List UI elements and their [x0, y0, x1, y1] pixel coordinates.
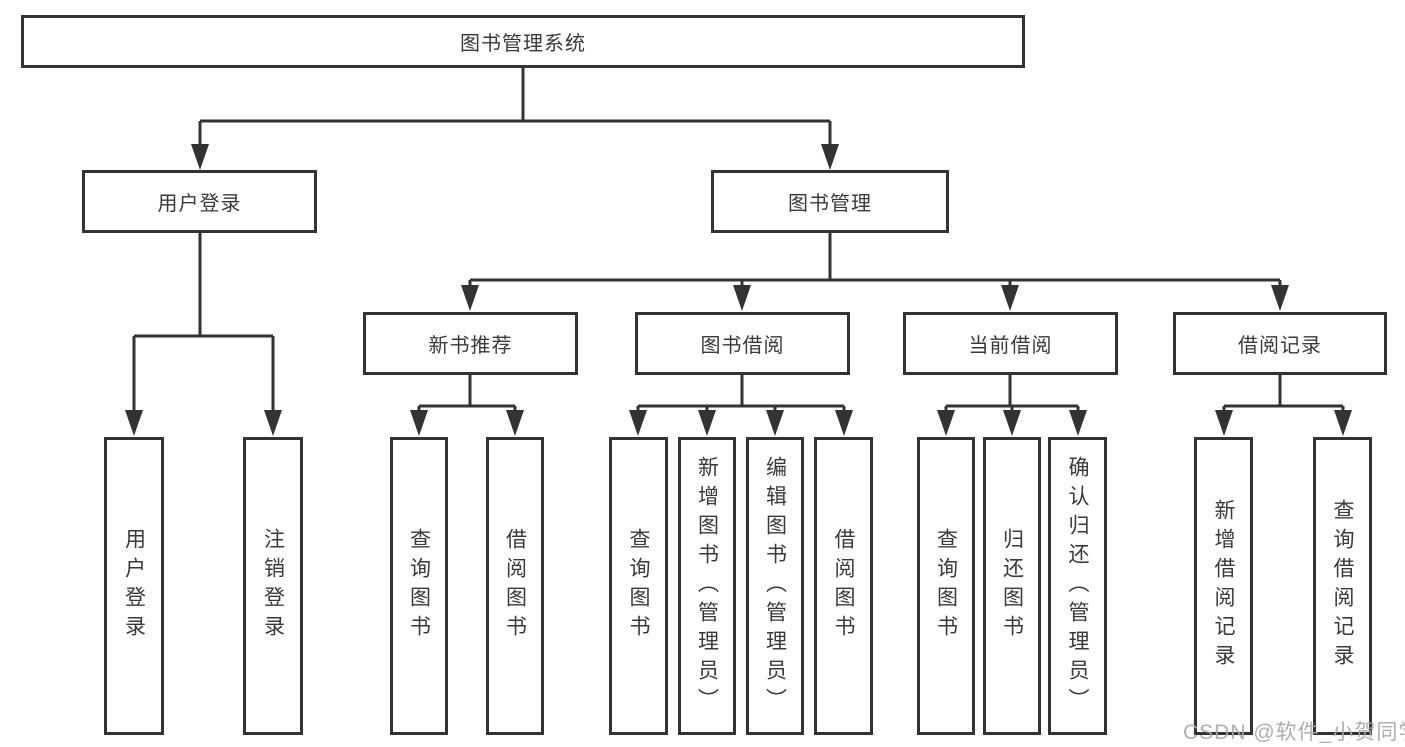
- leaf-logout-label: 注销登录: [261, 528, 285, 644]
- leaf-newbook-query-books: 查询图书: [390, 437, 448, 735]
- node-borrow-records: 借阅记录: [1173, 312, 1387, 375]
- node-user-login-label: 用户登录: [157, 193, 242, 215]
- leaf-user-login: 用户登录: [104, 437, 164, 735]
- connector-borrow-records-branch: [1215, 375, 1352, 436]
- leaf-current-confirm-return-admin-label: 确认归还（管理员）: [1066, 455, 1089, 717]
- leaf-newbook-borrow-books: 借阅图书: [486, 437, 544, 735]
- node-book-borrow: 图书借阅: [635, 312, 850, 375]
- connector-root-to-level2: [191, 68, 839, 170]
- leaf-current-query-books-label: 查询图书: [934, 528, 958, 644]
- leaf-borrow-borrow-books: 借阅图书: [814, 437, 873, 735]
- leaf-newbook-borrow-books-label: 借阅图书: [503, 528, 527, 644]
- connector-new-book-branch: [410, 375, 524, 436]
- leaf-current-confirm-return-admin: 确认归还（管理员）: [1048, 437, 1107, 735]
- node-book-management: 图书管理: [711, 170, 949, 233]
- node-new-book-recommend-label: 新书推荐: [428, 335, 513, 357]
- connector-current-borrow-branch: [937, 375, 1087, 436]
- node-current-borrow: 当前借阅: [903, 312, 1118, 375]
- leaf-current-return-books-label: 归还图书: [1000, 528, 1024, 644]
- leaf-borrow-edit-books-admin-label: 编辑图书（管理员）: [763, 455, 787, 717]
- leaf-records-add-record: 新增借阅记录: [1194, 437, 1253, 735]
- connector-book-mgmt-to-level3: [461, 233, 1289, 311]
- leaf-records-query-record-label: 查询借阅记录: [1331, 499, 1354, 673]
- leaf-newbook-query-books-label: 查询图书: [407, 528, 431, 644]
- node-new-book-recommend: 新书推荐: [363, 312, 578, 375]
- node-book-management-label: 图书管理: [788, 193, 872, 215]
- connector-book-borrow-branch: [629, 375, 853, 436]
- node-current-borrow-label: 当前借阅: [968, 335, 1053, 357]
- leaf-user-login-label: 用户登录: [122, 528, 146, 644]
- leaf-borrow-borrow-books-label: 借阅图书: [832, 528, 855, 644]
- leaf-borrow-query-books-label: 查询图书: [627, 528, 650, 644]
- leaf-borrow-add-books-admin-label: 新增图书（管理员）: [695, 455, 719, 717]
- connector-user-login-branch: [125, 233, 282, 436]
- leaf-records-query-record: 查询借阅记录: [1313, 437, 1372, 735]
- node-borrow-records-label: 借阅记录: [1238, 335, 1322, 357]
- node-book-borrow-label: 图书借阅: [700, 335, 785, 357]
- node-root-label: 图书管理系统: [460, 33, 586, 55]
- leaf-current-return-books: 归还图书: [983, 437, 1041, 735]
- node-root: 图书管理系统: [21, 15, 1025, 68]
- leaf-current-query-books: 查询图书: [917, 437, 975, 735]
- leaf-borrow-add-books-admin: 新增图书（管理员）: [678, 437, 736, 735]
- leaf-borrow-edit-books-admin: 编辑图书（管理员）: [746, 437, 804, 735]
- leaf-records-add-record-label: 新增借阅记录: [1212, 499, 1235, 673]
- leaf-logout: 注销登录: [243, 437, 303, 735]
- node-user-login: 用户登录: [82, 170, 317, 233]
- leaf-borrow-query-books: 查询图书: [609, 437, 668, 735]
- csdn-watermark: CSDN @软件_小贺同学: [1183, 721, 1405, 744]
